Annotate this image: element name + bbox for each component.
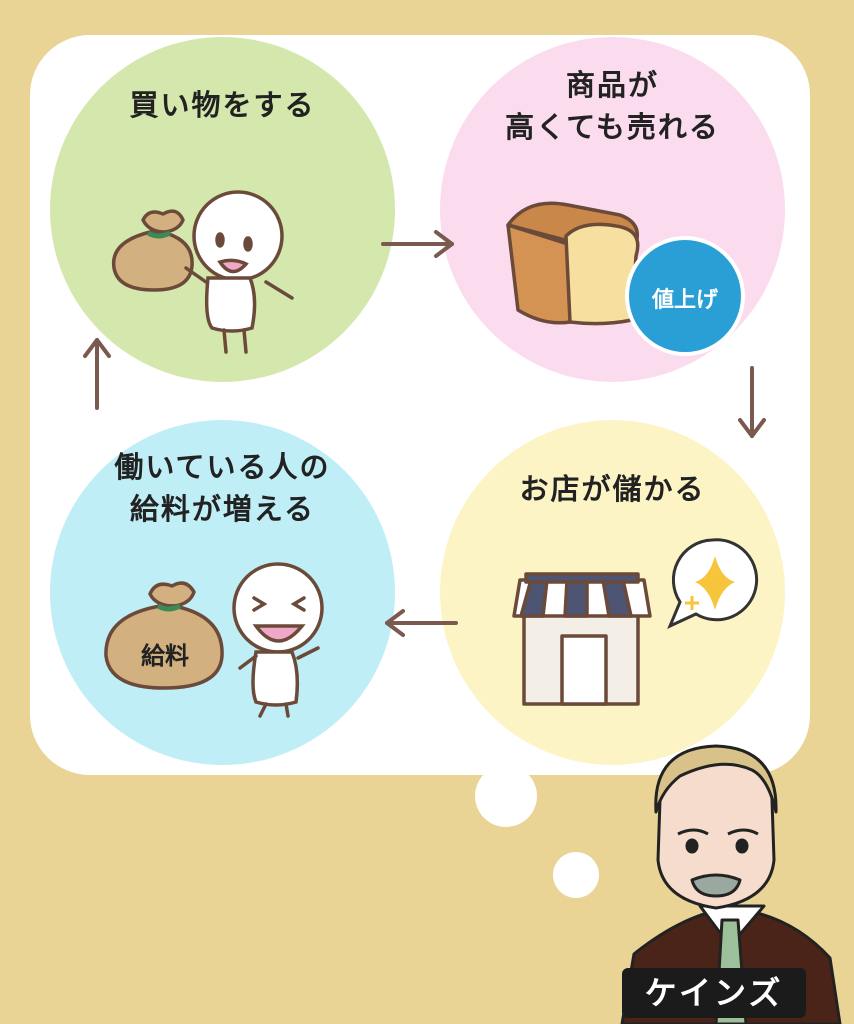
character-name-tag: ケインズ bbox=[622, 968, 806, 1018]
stick-figure-worker bbox=[232, 562, 324, 718]
label-shop-line1: お店が儲かる bbox=[519, 472, 706, 506]
label-price-line2: 高くても売れる bbox=[505, 110, 720, 144]
label-work-line2: 給料が増える bbox=[129, 492, 316, 526]
label-work-line1: 働いている人の bbox=[114, 450, 331, 484]
arrow-down-icon bbox=[738, 366, 766, 438]
bread-icon bbox=[506, 201, 640, 326]
salary-bag-label: 給料 bbox=[141, 642, 189, 670]
thought-dot-large bbox=[475, 765, 537, 827]
label-work: 働いている人の 給料が増える bbox=[50, 446, 395, 530]
arrow-left-icon bbox=[385, 609, 458, 637]
stick-figure-buyer bbox=[184, 190, 294, 354]
arrow-up-icon bbox=[83, 338, 111, 410]
label-buy-line1: 買い物をする bbox=[129, 88, 316, 122]
sparkle-icon bbox=[667, 538, 759, 629]
price-up-badge-label: 値上げ bbox=[651, 288, 718, 313]
label-buy: 買い物をする bbox=[50, 84, 395, 126]
price-up-badge bbox=[625, 236, 745, 356]
thought-dot-small bbox=[553, 852, 599, 898]
shop-icon bbox=[512, 572, 652, 706]
label-shop: お店が儲かる bbox=[440, 468, 785, 510]
arrow-right-icon bbox=[381, 230, 454, 258]
money-bag-icon bbox=[111, 209, 194, 292]
salary-bag-icon bbox=[104, 581, 224, 690]
circle-work bbox=[50, 420, 395, 765]
label-price-line1: 商品が bbox=[565, 68, 659, 102]
label-price: 商品が 高くても売れる bbox=[440, 64, 785, 148]
